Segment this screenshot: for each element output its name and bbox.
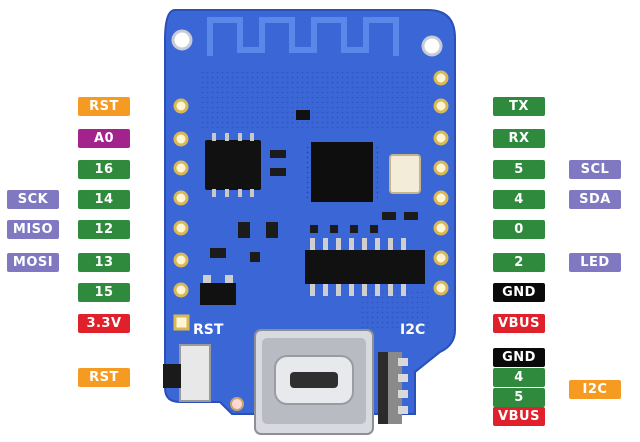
function-label-mosi: MOSI xyxy=(7,253,59,272)
wifi-antenna-trace xyxy=(207,17,399,56)
i2c-connector[interactable] xyxy=(378,352,408,424)
pin-label-gnd: GND xyxy=(493,283,545,302)
crystal-oscillator xyxy=(389,154,421,194)
pin-label-16: 16 xyxy=(78,160,130,179)
pin-label-rst: RST xyxy=(78,97,130,116)
left-header-pads xyxy=(173,98,190,331)
silk-rst: RST xyxy=(193,322,224,338)
function-label-led: LED xyxy=(569,253,621,272)
function-label-scl: SCL xyxy=(569,160,621,179)
led xyxy=(296,110,310,120)
function-label-sda: SDA xyxy=(569,190,621,209)
pin-label-0: 0 xyxy=(493,220,545,239)
pin-label-12: 12 xyxy=(78,220,130,239)
i2c-function-label: I2C xyxy=(569,380,621,399)
i2c-pin-label-4: 4 xyxy=(493,368,545,387)
function-label-miso: MISO xyxy=(7,220,59,239)
pin-label-15: 15 xyxy=(78,283,130,302)
esp8266-chip xyxy=(306,142,378,202)
pin-label-14: 14 xyxy=(78,190,130,209)
pin-label-a0: A0 xyxy=(78,129,130,148)
reset-button[interactable] xyxy=(163,344,211,402)
voltage-regulator xyxy=(200,275,236,305)
function-label-sck: SCK xyxy=(7,190,59,209)
via-field-lower xyxy=(360,290,430,330)
right-header-pads xyxy=(433,70,449,296)
i2c-pin-label-vbus: VBUS xyxy=(493,407,545,426)
i2c-pin-label-gnd: GND xyxy=(493,348,545,367)
pin-label-5: 5 xyxy=(493,160,545,179)
smd-components xyxy=(210,150,418,262)
flash-chip xyxy=(205,133,261,197)
pin-label-13: 13 xyxy=(78,253,130,272)
pin-label-2: 2 xyxy=(493,253,545,272)
pin-label-vbus: VBUS xyxy=(493,314,545,333)
i2c-pin-label-5: 5 xyxy=(493,388,545,407)
test-pad xyxy=(230,397,244,411)
mounting-hole-top-right xyxy=(421,35,443,57)
reset-button-label: RST xyxy=(78,368,130,387)
usb-serial-chip xyxy=(305,238,425,296)
pin-label-4: 4 xyxy=(493,190,545,209)
pin-label-tx: TX xyxy=(493,97,545,116)
mounting-hole-top-left xyxy=(171,29,193,51)
pin-label-3v3: 3.3V xyxy=(78,314,130,333)
silk-i2c: I2C xyxy=(400,322,425,338)
pin-label-rx: RX xyxy=(493,129,545,148)
usb-c-port[interactable] xyxy=(254,329,374,435)
via-field xyxy=(200,70,430,130)
